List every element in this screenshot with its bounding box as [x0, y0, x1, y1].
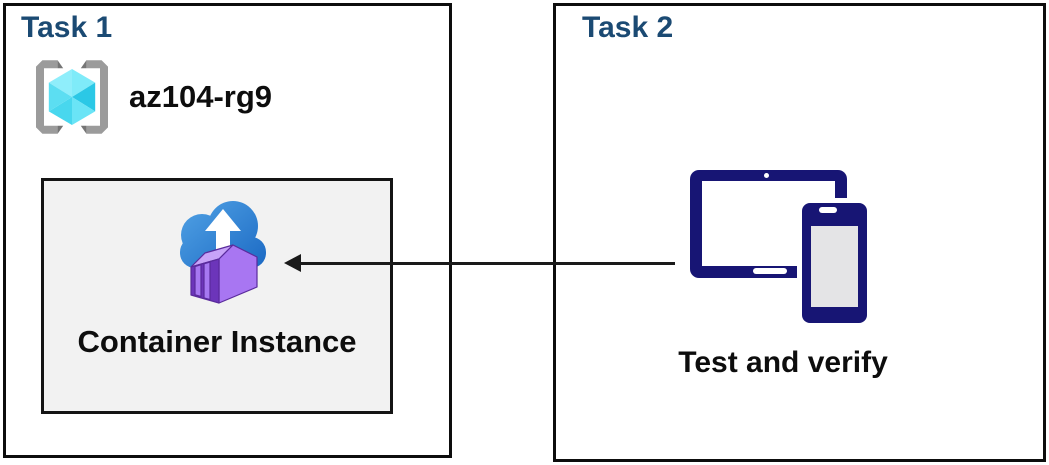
resource-group-icon — [36, 60, 108, 134]
phone-icon — [802, 203, 867, 323]
phone-speaker — [819, 207, 837, 213]
task2-title: Task 2 — [582, 11, 674, 44]
task1-title: Task 1 — [21, 11, 113, 44]
phone-screen — [811, 226, 858, 307]
resource-group-name: az104-rg9 — [129, 79, 273, 114]
devices-label: Test and verify — [678, 346, 888, 379]
container-box-icon — [190, 244, 258, 304]
tablet-home-button — [753, 268, 787, 274]
arrow-head-icon — [284, 254, 301, 272]
container-instances-icon — [180, 201, 266, 304]
container-instance-label: Container Instance — [77, 324, 357, 359]
tablet-camera-dot — [764, 173, 769, 178]
arrow-line — [298, 262, 675, 265]
